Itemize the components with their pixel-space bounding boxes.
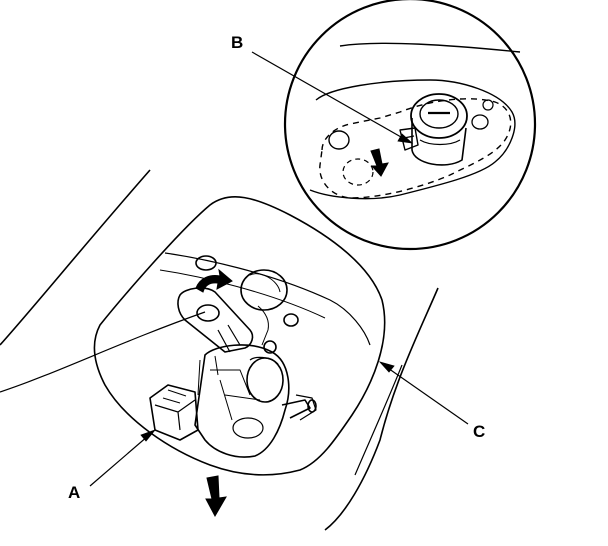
leader-arrowhead-c <box>378 361 395 373</box>
mounting-hole-center <box>240 269 288 311</box>
callout-label-a: A <box>68 483 81 502</box>
leader-lines <box>89 51 469 487</box>
callout-label-c: C <box>473 422 486 441</box>
trunk-panel <box>0 169 439 531</box>
down-arrow <box>205 475 227 518</box>
leader-arrowheads <box>140 133 414 442</box>
callout-label-b: B <box>231 33 244 52</box>
leader-line-c <box>384 365 469 425</box>
lock-actuator-assembly <box>149 287 317 458</box>
leader-line-a <box>89 435 149 487</box>
leader-arrowhead-a <box>140 429 157 442</box>
detail-inset <box>283 0 537 251</box>
mounting-hole-left <box>195 255 217 271</box>
detail-down-arrow <box>370 148 389 177</box>
leader-arrowhead-b <box>397 133 414 144</box>
rotation-arrow <box>195 268 233 293</box>
mounting-hole-right <box>283 313 299 327</box>
leader-line-b <box>251 51 409 142</box>
